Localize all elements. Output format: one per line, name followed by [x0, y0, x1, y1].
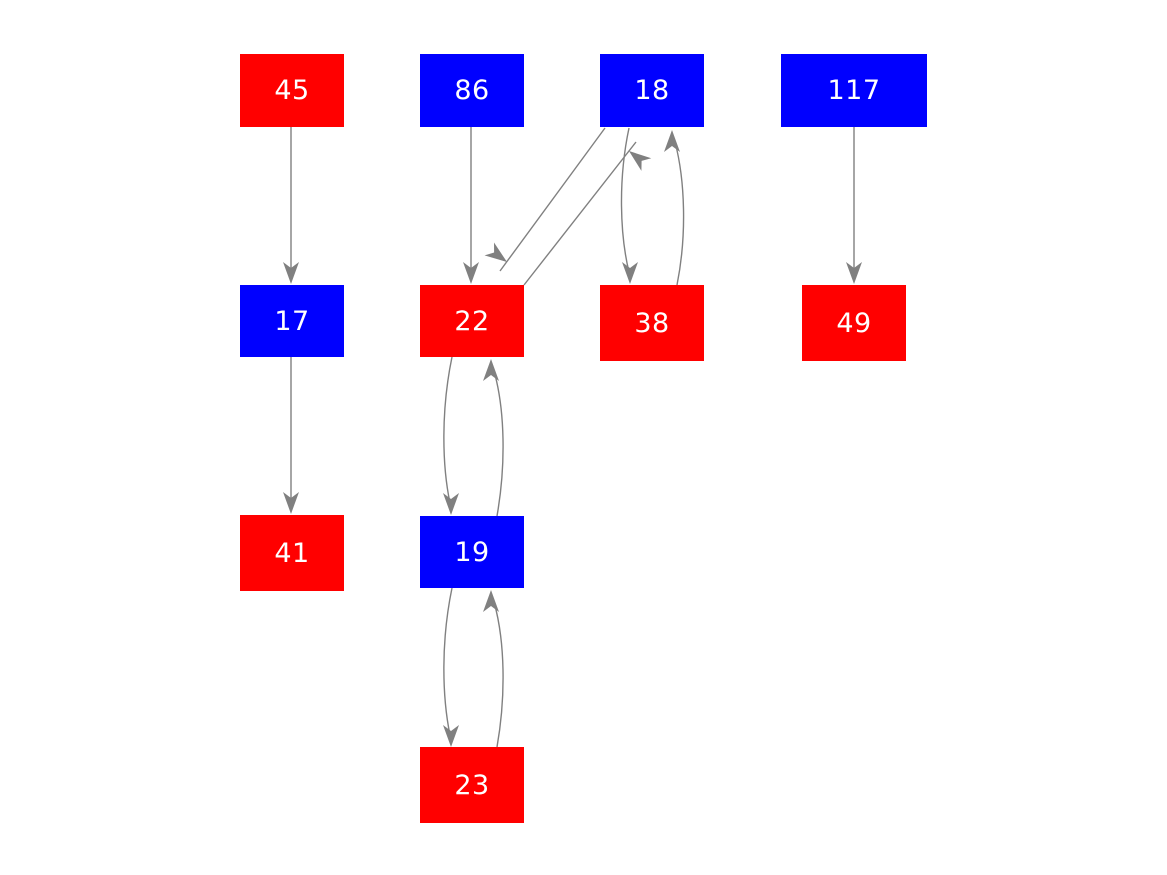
graph-node-22[interactable]: 22: [420, 285, 524, 357]
node-label: 23: [454, 769, 490, 801]
edge-18-to-22-arrowhead: [484, 242, 507, 262]
edge-22-to-18: [523, 141, 637, 286]
node-label: 22: [454, 305, 490, 337]
edge-18-to-38-arrowhead: [622, 262, 638, 284]
edge-19-to-22-arrowhead: [483, 359, 499, 381]
graph-node-18[interactable]: 18: [600, 54, 704, 127]
edge-19-to-23-arrowhead: [443, 725, 459, 747]
edge-117-to-49-arrowhead: [846, 262, 862, 284]
edge-38-to-18-arrowhead: [664, 130, 680, 152]
edge-18-to-22: [499, 127, 606, 272]
edge-19-to-23: [443, 587, 453, 736]
graph-node-45[interactable]: 45: [240, 54, 344, 127]
node-label: 19: [454, 536, 490, 568]
graph-node-86[interactable]: 86: [420, 54, 524, 127]
edge-38-to-18: [674, 141, 685, 286]
edge-45-to-17-arrowhead: [283, 262, 299, 284]
graph-node-49[interactable]: 49: [802, 285, 906, 361]
graph-node-17[interactable]: 17: [240, 285, 344, 357]
edge-18-to-38: [620, 127, 630, 273]
node-label: 86: [454, 75, 490, 106]
node-label: 41: [274, 537, 310, 569]
node-label: 49: [836, 307, 872, 339]
node-label: 45: [274, 75, 310, 106]
edge-23-to-19: [493, 601, 504, 748]
edge-22-to-19: [443, 356, 453, 504]
edge-17-to-41-arrowhead: [283, 492, 299, 514]
graph-node-117[interactable]: 117: [781, 54, 927, 127]
edge-23-to-19-arrowhead: [483, 590, 499, 612]
node-label: 18: [634, 75, 670, 106]
graph-node-41[interactable]: 41: [240, 515, 344, 591]
node-label: 117: [827, 75, 881, 106]
edge-86-to-22-arrowhead: [463, 262, 479, 284]
node-label: 38: [634, 307, 670, 339]
graph-node-19[interactable]: 19: [420, 516, 524, 588]
graph-node-38[interactable]: 38: [600, 285, 704, 361]
edge-22-to-19-arrowhead: [443, 493, 459, 515]
edge-22-to-18-arrowhead: [629, 151, 652, 171]
node-label: 17: [274, 305, 310, 337]
edge-19-to-22: [493, 370, 504, 517]
graph-node-23[interactable]: 23: [420, 747, 524, 823]
